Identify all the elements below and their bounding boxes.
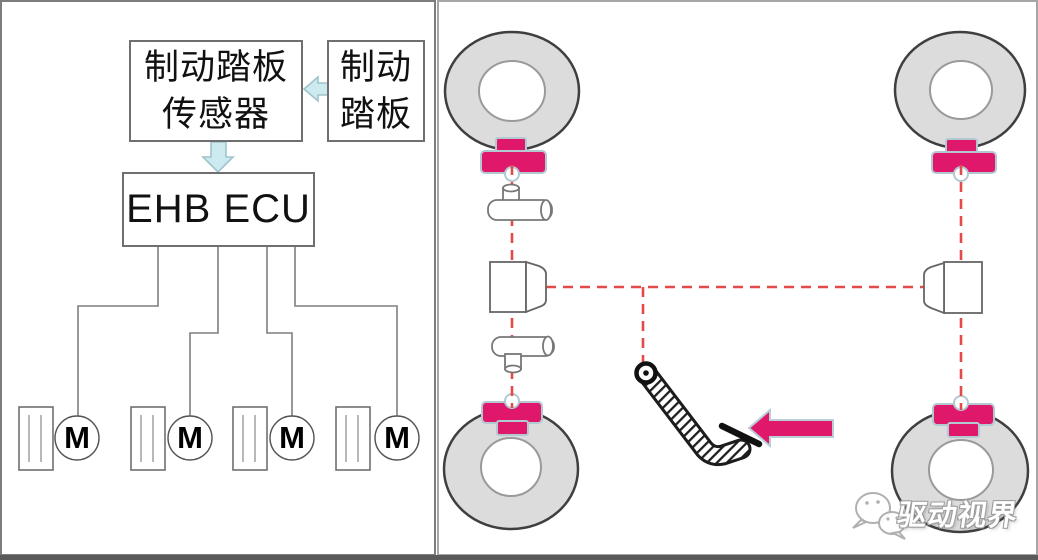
motor-label-2: M (177, 420, 203, 455)
bottom-border-strip (0, 555, 1038, 560)
sensor-to-ecu-arrow-icon (201, 141, 235, 174)
wheel-hub-rear-left (480, 437, 542, 497)
brake-pedal (634, 361, 763, 467)
actuator-unit-right (923, 261, 983, 315)
pedal-box-line2: 踏板 (339, 95, 412, 134)
wire-motor-1 (77, 247, 159, 416)
wechat-chat-bubbles-icon (852, 492, 906, 540)
actuator-units (489, 260, 983, 315)
tee-fittings (487, 183, 555, 374)
wire-motor-2 (189, 247, 219, 416)
brake-calipers (480, 137, 997, 438)
ehb-ecu-box: EHB ECU (122, 172, 315, 247)
pedal-to-sensor-arrow-icon (302, 75, 329, 103)
ecu-motor-wires (77, 247, 398, 416)
wheel-hub-front-right (929, 60, 993, 120)
wire-motor-3 (266, 247, 293, 416)
wire-motor-4 (294, 247, 398, 416)
pedal-box-line1: 制动 (339, 48, 412, 87)
motor-circle-1 (54, 415, 100, 461)
press-direction-arrow-icon (747, 407, 834, 449)
motor-label-3: M (279, 420, 305, 455)
motor-circle-2 (167, 415, 213, 461)
pedal-pivot-dot (643, 370, 649, 376)
wheel-hub-front-left (478, 60, 546, 122)
actuator-unit-left (489, 260, 547, 314)
wheel-hub-rear-right (928, 439, 994, 501)
brake-unit-box-2 (130, 406, 166, 471)
signal-arrows (201, 75, 329, 174)
brake-pedal-box: 制动 踏板 (327, 40, 425, 142)
motor-circle-4 (374, 415, 420, 461)
caliper-front-left (480, 137, 547, 182)
brake-unit-box-1 (18, 406, 54, 471)
tee-fitting-upper (487, 183, 553, 221)
pedal-arm-hatched (639, 366, 749, 464)
sensor-box-line1: 制动踏板 (143, 48, 288, 87)
caliper-rear-left (481, 393, 543, 436)
hydraulic-lines (510, 165, 963, 410)
brake-unit-box-3 (232, 406, 268, 471)
pedal-pad (718, 422, 763, 448)
motor-circle-3 (269, 415, 315, 461)
brake-unit-box-4 (335, 406, 371, 471)
brake-pedal-sensor-box: 制动踏板 传感器 (129, 40, 303, 142)
ecu-label: EHB ECU (126, 187, 311, 231)
motor-units (18, 406, 420, 471)
motor-label-4: M (384, 420, 410, 455)
brake-disc-wheels (442, 30, 1030, 534)
sensor-box-line2: 传感器 (161, 95, 270, 134)
motor-label-1: M (64, 420, 90, 455)
tee-fitting-lower (491, 335, 555, 374)
watermark-text: 驱动视界 (895, 500, 1020, 532)
caliper-rear-right (932, 395, 995, 438)
